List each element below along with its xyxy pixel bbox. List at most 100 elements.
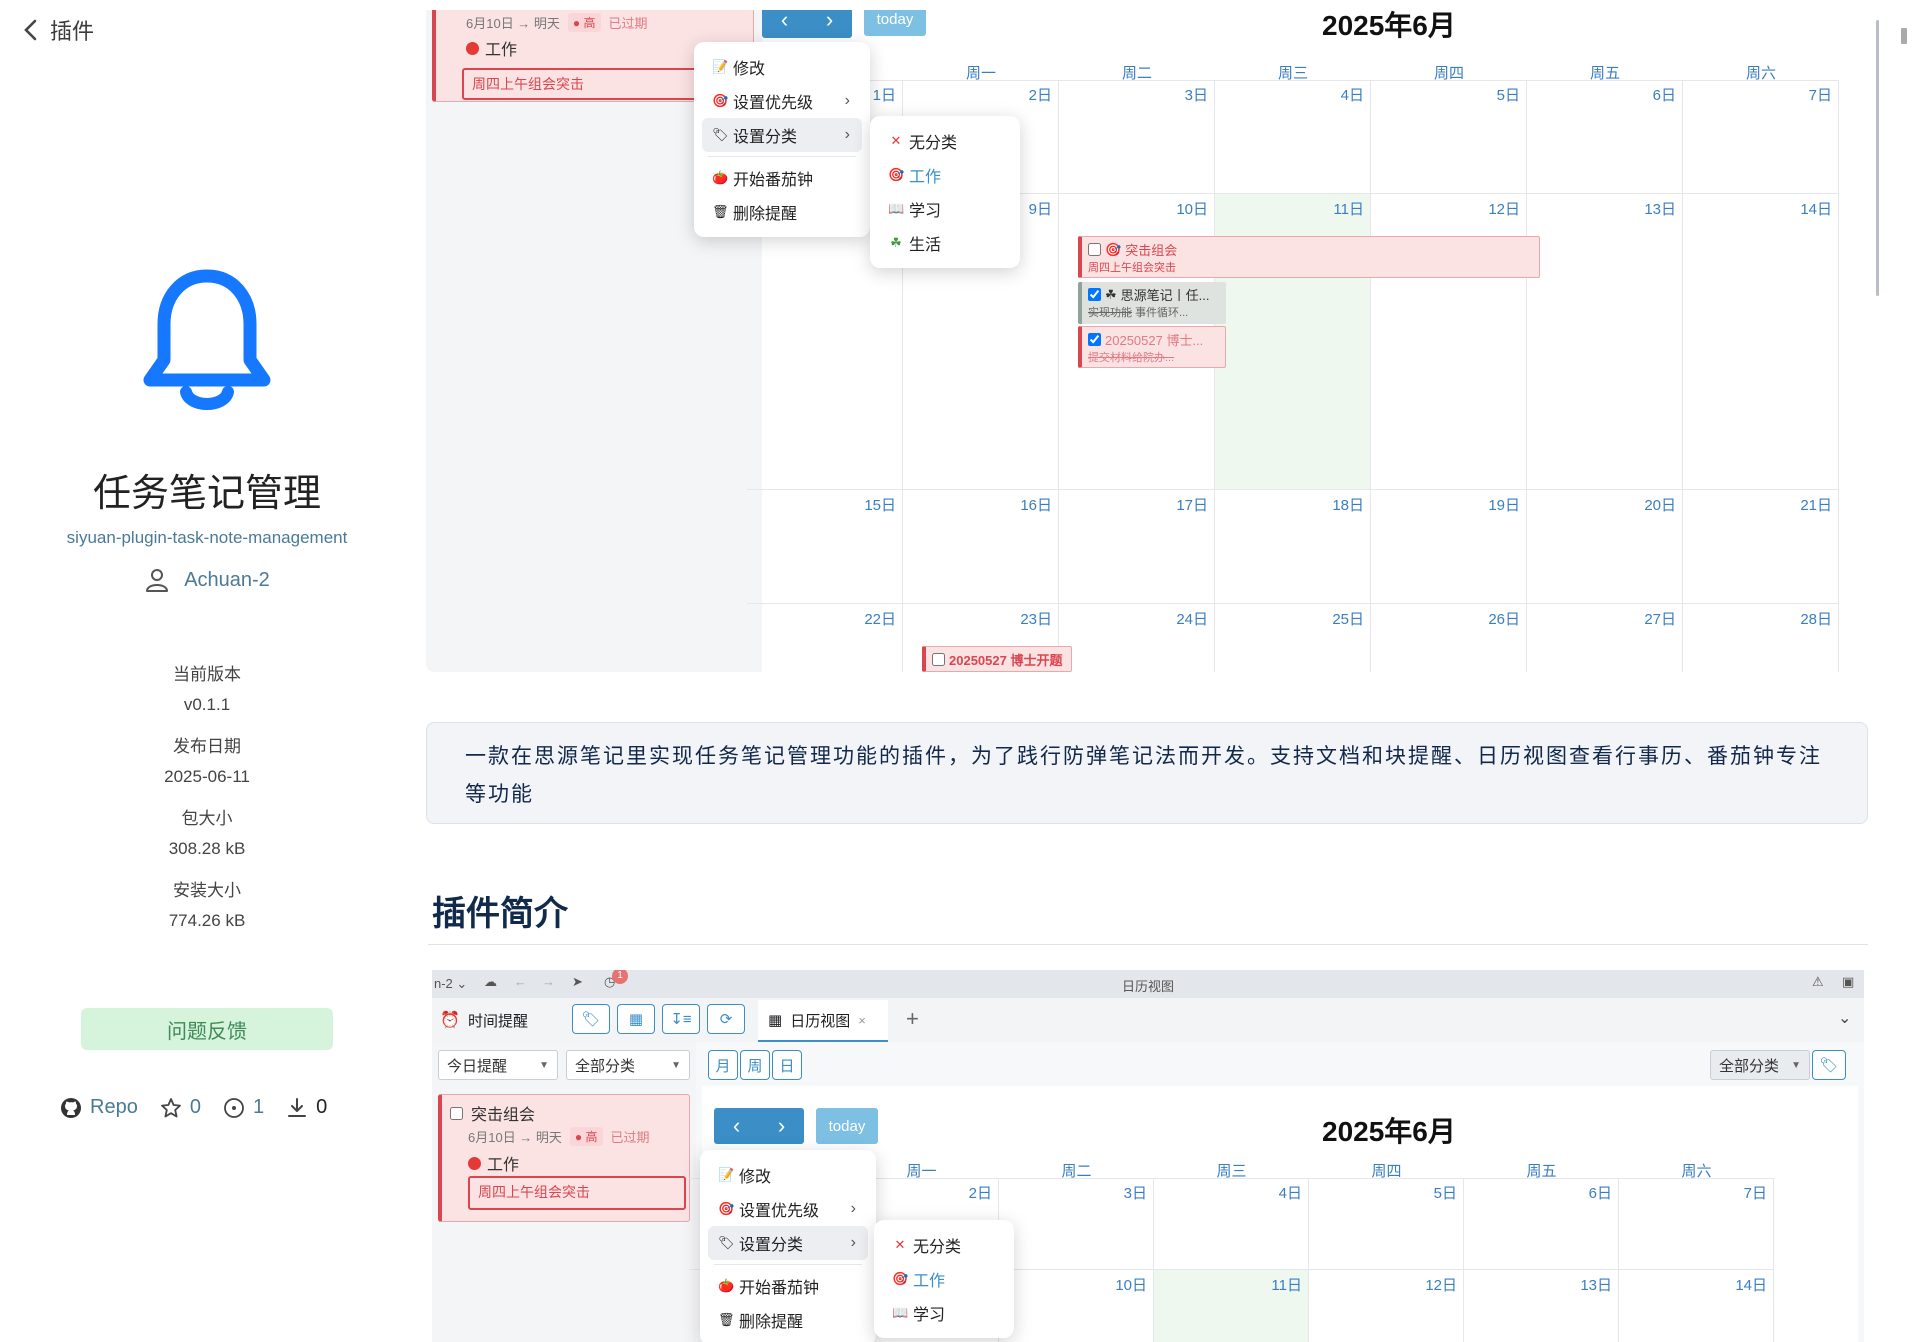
calendar-day-cell[interactable]: 4日 — [1215, 80, 1371, 194]
calendar-day-cell[interactable]: 27日 — [1527, 604, 1683, 672]
calendar-day-cell[interactable]: 13日 — [1464, 1270, 1619, 1342]
calendar-day-cell[interactable]: 11日 — [1154, 1270, 1309, 1342]
view-month-button[interactable]: 月 — [708, 1050, 738, 1080]
menu-delete[interactable]: 🗑删除提醒 — [708, 1303, 868, 1337]
event-checkbox[interactable] — [1088, 243, 1101, 256]
calendar-day-cell[interactable]: 26日 — [1371, 604, 1527, 672]
calendar-day-cell[interactable]: 19日 — [1371, 490, 1527, 604]
category-none[interactable]: ✕无分类 — [882, 1228, 1006, 1262]
event-bar[interactable]: 🎯突击组会 周四上午组会突击 — [1078, 236, 1540, 278]
sort-button[interactable]: ↧≡ — [662, 1004, 700, 1034]
calendar-day-cell[interactable]: 28日 — [1683, 604, 1839, 672]
reminder-filter-select[interactable]: 今日提醒▼ — [438, 1050, 558, 1080]
next-month-icon[interactable]: › — [777, 1113, 786, 1138]
forward-arrow-icon[interactable]: → — [542, 974, 555, 989]
cloud-icon[interactable]: ☁ — [484, 974, 497, 989]
next-month-icon[interactable]: › — [825, 10, 834, 32]
feedback-button[interactable]: 问题反馈 — [81, 1008, 333, 1050]
menu-category[interactable]: 🏷设置分类› — [702, 118, 862, 152]
calendar-button[interactable]: ▦ — [617, 1004, 655, 1034]
category-study[interactable]: 📖学习 — [878, 192, 1012, 226]
calendar-day-cell[interactable]: 6日 — [1464, 1178, 1619, 1270]
task-checkbox[interactable] — [450, 1106, 463, 1120]
downloads-link[interactable]: 0 — [286, 1096, 327, 1119]
calendar-day-cell[interactable]: 25日 — [1215, 604, 1371, 672]
calendar-day-cell[interactable]: 7日 — [1619, 1178, 1774, 1270]
clipboard-icon[interactable]: ▣ — [1842, 974, 1855, 989]
tag-filter-button[interactable]: 🏷 — [572, 1004, 610, 1034]
calendar-day-cell[interactable]: 13日 — [1527, 194, 1683, 490]
event-checkbox[interactable] — [932, 653, 945, 666]
chevron-down-icon[interactable]: ⌄ — [1838, 1010, 1852, 1027]
calendar-day-cell[interactable]: 22日 — [747, 604, 903, 672]
view-week-button[interactable]: 周 — [740, 1050, 770, 1080]
warning-icon[interactable]: ⚠ — [1812, 974, 1824, 989]
category-none[interactable]: ✕无分类 — [878, 124, 1012, 158]
category-work[interactable]: 🎯工作 — [878, 158, 1012, 192]
stars-link[interactable]: 0 — [160, 1096, 201, 1119]
repo-link[interactable]: Repo — [60, 1096, 138, 1119]
menu-edit[interactable]: 📝修改 — [702, 50, 862, 84]
calendar-day-cell[interactable]: 9日 — [903, 194, 1059, 490]
event-checkbox[interactable] — [1088, 288, 1101, 301]
event-checkbox[interactable] — [1088, 333, 1101, 346]
calendar-day-cell[interactable]: 10日 — [999, 1270, 1154, 1342]
calendar-day-cell[interactable]: 3日 — [1059, 80, 1215, 194]
calendar-nav[interactable]: ‹ › — [762, 10, 852, 38]
calendar-day-cell[interactable]: 15日 — [747, 490, 903, 604]
calendar-tag-button[interactable]: 🏷 — [1812, 1050, 1846, 1080]
clock-icon[interactable]: ◷ — [604, 974, 616, 989]
menu-edit[interactable]: 📝修改 — [708, 1158, 868, 1192]
weekday-header: 周五 — [1526, 1163, 1557, 1180]
category-filter-select[interactable]: 全部分类▼ — [566, 1050, 690, 1080]
event-bar[interactable]: ☘思源笔记丨任... 实现功能 事件循环... — [1078, 282, 1226, 324]
prev-month-icon[interactable]: ‹ — [780, 10, 789, 32]
vertical-scrollbar[interactable] — [1876, 20, 1879, 296]
calendar-day-cell[interactable]: 16日 — [903, 490, 1059, 604]
calendar-day-cell[interactable]: 7日 — [1683, 80, 1839, 194]
calendar-day-cell[interactable]: 21日 — [1683, 490, 1839, 604]
tab-calendar-view[interactable]: ▦ 日历视图 × — [758, 1000, 888, 1042]
close-tab-icon[interactable]: × — [858, 1012, 866, 1028]
menu-priority[interactable]: 🎯设置优先级› — [702, 84, 862, 118]
category-life[interactable]: ☘生活 — [878, 226, 1012, 260]
calendar-day-cell[interactable]: 18日 — [1215, 490, 1371, 604]
refresh-button[interactable]: ⟳ — [707, 1004, 745, 1034]
calendar-day-cell[interactable]: 20日 — [1527, 490, 1683, 604]
issues-link[interactable]: 1 — [223, 1096, 264, 1119]
event-bar[interactable]: 20250527 博士... 提交材料给院办... — [1078, 326, 1226, 368]
task-note[interactable]: 周四上午组会突击 — [468, 1176, 686, 1210]
workspace-name[interactable]: n-2 ⌄ — [434, 976, 468, 991]
calendar-day-cell[interactable]: 4日 — [1154, 1178, 1309, 1270]
add-tab-icon[interactable]: + — [906, 1006, 919, 1031]
back-arrow-icon[interactable]: ← — [514, 974, 527, 989]
calendar-day-cell[interactable]: 5日 — [1309, 1178, 1464, 1270]
today-button[interactable]: today — [816, 1108, 878, 1144]
menu-pomodoro[interactable]: 🍅开始番茄钟 — [708, 1269, 868, 1303]
calendar-day-cell[interactable]: 5日 — [1371, 80, 1527, 194]
prev-month-icon[interactable]: ‹ — [732, 1113, 741, 1138]
event-bar[interactable]: 20250527 博士开题 — [922, 646, 1072, 672]
calendar-day-cell[interactable]: 6日 — [1527, 80, 1683, 194]
calendar-day-cell[interactable]: 23日 — [903, 604, 1059, 672]
calendar-day-cell[interactable]: 12日 — [1371, 194, 1527, 490]
category-study[interactable]: 📖学习 — [882, 1296, 1006, 1330]
calendar-day-cell[interactable]: 3日 — [999, 1178, 1154, 1270]
menu-delete[interactable]: 🗑删除提醒 — [702, 195, 862, 229]
send-icon[interactable]: ➤ — [572, 974, 583, 989]
menu-priority[interactable]: 🎯设置优先级› — [708, 1192, 868, 1226]
calendar-day-cell[interactable]: 12日 — [1309, 1270, 1464, 1342]
view-day-button[interactable]: 日 — [772, 1050, 802, 1080]
today-button[interactable]: today — [864, 10, 926, 36]
category-work[interactable]: 🎯工作 — [882, 1262, 1006, 1296]
menu-pomodoro[interactable]: 🍅开始番茄钟 — [702, 161, 862, 195]
calendar-nav[interactable]: ‹ › — [714, 1108, 804, 1144]
menu-category[interactable]: 🏷设置分类› — [708, 1226, 868, 1260]
calendar-day-cell[interactable]: 14日 — [1619, 1270, 1774, 1342]
calendar-day-cell[interactable]: 24日 — [1059, 604, 1215, 672]
back-button[interactable]: 插件 — [22, 14, 94, 46]
calendar-day-cell[interactable]: 17日 — [1059, 490, 1215, 604]
author[interactable]: Achuan-2 — [0, 567, 414, 593]
calendar-category-select[interactable]: 全部分类▼ — [1710, 1050, 1810, 1080]
calendar-day-cell[interactable]: 14日 — [1683, 194, 1839, 490]
